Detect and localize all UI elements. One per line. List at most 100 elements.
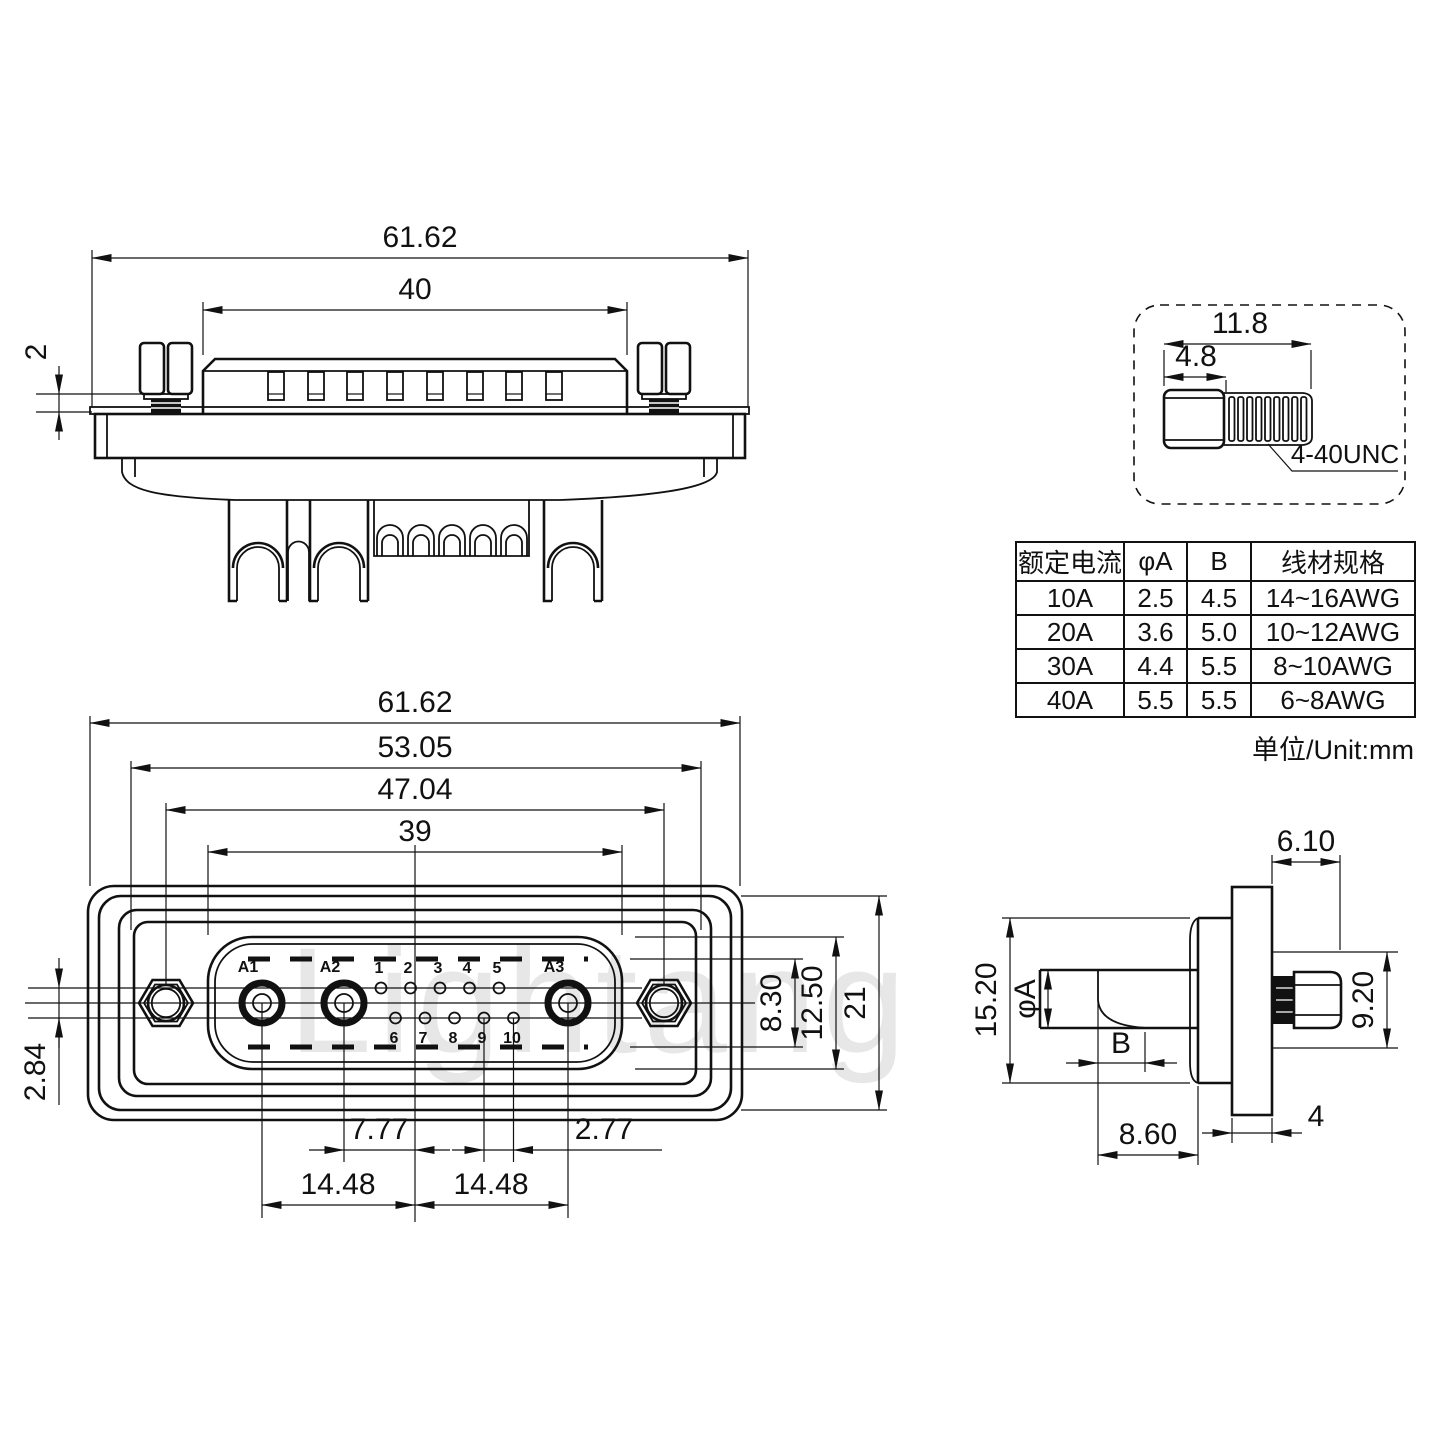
- svg-text:8: 8: [449, 1030, 458, 1047]
- dshell-side: [201, 357, 629, 414]
- svg-text:2: 2: [404, 960, 413, 977]
- front-dim-shell-height: 12.50: [635, 936, 844, 1070]
- front-dim-a2-to-center: 7.77: [309, 1113, 450, 1154]
- svg-text:9.20: 9.20: [1347, 971, 1380, 1029]
- svg-text:39: 39: [398, 815, 431, 848]
- svg-text:4.8: 4.8: [1175, 340, 1217, 373]
- top-view: 61.62 40 2: [20, 221, 750, 603]
- svg-text:21: 21: [839, 986, 872, 1019]
- stud-and-nut: [1272, 970, 1343, 1030]
- top-dim-overall-width: 61.62: [91, 221, 749, 407]
- svg-text:9: 9: [478, 1030, 487, 1047]
- svg-text:61.62: 61.62: [377, 686, 452, 719]
- contact-slots: [267, 371, 563, 401]
- front-dim-shell-width: 39: [207, 815, 623, 856]
- housing-body: [121, 458, 718, 501]
- table-row: 30A 4.4 5.5 8~10AWG: [1015, 648, 1416, 684]
- cell-current: 40A: [1015, 682, 1125, 718]
- side-dim-contact-diameter: φA: [1009, 969, 1052, 1029]
- header-wire-spec: 线材规格: [1250, 541, 1416, 582]
- svg-text:61.62: 61.62: [382, 221, 457, 254]
- cell-current: 30A: [1015, 648, 1125, 684]
- jack-screw-right: [636, 341, 692, 414]
- side-dim-cone-diameter: 15.20: [970, 917, 1190, 1084]
- pin-label-a2: A2: [320, 959, 341, 976]
- pin-label-a1: A1: [238, 959, 259, 976]
- svg-text:15.20: 15.20: [970, 962, 1003, 1037]
- front-dim-pin-pitch: 2.77: [452, 1113, 662, 1154]
- thumbscrew-drawing: [1162, 388, 1313, 450]
- unit-note: 单位/Unit:mm: [1252, 735, 1414, 765]
- front-dim-row-offset: 2.84: [19, 958, 63, 1105]
- cell-b: 5.0: [1186, 614, 1252, 650]
- header-phi-a: φA: [1123, 541, 1188, 582]
- cell-b: 5.5: [1186, 682, 1252, 718]
- svg-text:4: 4: [463, 960, 472, 977]
- svg-text:3: 3: [434, 960, 443, 977]
- cell-current: 10A: [1015, 580, 1125, 616]
- svg-text:12.50: 12.50: [796, 965, 829, 1040]
- front-dim-flange-width: 53.05: [130, 731, 702, 772]
- cell-b: 5.5: [1186, 648, 1252, 684]
- cell-wire: 10~12AWG: [1250, 614, 1416, 650]
- svg-text:8.30: 8.30: [755, 974, 788, 1032]
- side-dim-nut-height: 9.20: [1347, 951, 1391, 1049]
- top-dim-panel-gap: 2: [20, 344, 148, 440]
- cell-wire: 6~8AWG: [1250, 682, 1416, 718]
- cell-wire: 14~16AWG: [1250, 580, 1416, 616]
- solder-cups: [227, 500, 604, 603]
- header-rated-current: 额定电流: [1015, 541, 1125, 582]
- cell-phi-a: 3.6: [1123, 614, 1188, 650]
- front-dim-overall-width: 61.62: [89, 686, 741, 727]
- header-b: B: [1186, 541, 1252, 582]
- cone-flange: [1189, 885, 1274, 1117]
- table-row: 10A 2.5 4.5 14~16AWG: [1015, 580, 1416, 616]
- spec-table-header-row: 额定电流 φA B 线材规格: [1015, 541, 1416, 582]
- svg-text:6: 6: [390, 1030, 399, 1047]
- svg-text:53.05: 53.05: [377, 731, 452, 764]
- mount-plate: [1230, 885, 1274, 1117]
- svg-text:14.48: 14.48: [300, 1168, 375, 1201]
- spec-table: 额定电流 φA B 线材规格 10A 2.5 4.5 14~16AWG 20A …: [1015, 541, 1416, 718]
- svg-text:8.60: 8.60: [1119, 1118, 1177, 1151]
- svg-text:47.04: 47.04: [377, 773, 452, 806]
- jack-screw-left: [138, 341, 194, 414]
- svg-text:40: 40: [398, 273, 431, 306]
- svg-text:2.77: 2.77: [575, 1113, 633, 1146]
- side-dim-stud-length: 6.10: [1271, 825, 1341, 950]
- side-view: 6.10 15.20 φA B 8.60: [970, 825, 1398, 1165]
- signal-pins-top: 1 2 3 4 5: [375, 960, 506, 995]
- contact-barrel: [1038, 968, 1198, 1030]
- svg-text:2.84: 2.84: [19, 1043, 52, 1101]
- screw-detail: 11.8 4.8 4-40UNC: [1133, 304, 1406, 505]
- svg-text:B: B: [1111, 1027, 1131, 1060]
- front-view: A1 A2 A3 1 2 3 4 5: [19, 686, 887, 1222]
- svg-text:1: 1: [375, 960, 384, 977]
- svg-text:6.10: 6.10: [1277, 825, 1335, 858]
- svg-text:10: 10: [503, 1030, 521, 1047]
- svg-text:14.48: 14.48: [453, 1168, 528, 1201]
- svg-text:11.8: 11.8: [1212, 307, 1268, 340]
- svg-text:2: 2: [20, 344, 53, 361]
- svg-text:7: 7: [419, 1030, 428, 1047]
- thread-spec-callout: 4-40UNC: [1267, 439, 1399, 472]
- flange-side: [93, 412, 747, 460]
- cell-b: 4.5: [1186, 580, 1252, 616]
- power-contact-a1: A1: [238, 959, 286, 1027]
- pin-label-a3: A3: [544, 959, 565, 976]
- cell-current: 20A: [1015, 614, 1125, 650]
- front-dim-opening-height: 8.30: [630, 958, 803, 1048]
- front-dim-mount-hole-span: 47.04: [165, 773, 665, 814]
- front-dim-left-span: 14.48: [261, 1168, 416, 1209]
- cell-phi-a: 4.4: [1123, 648, 1188, 684]
- svg-text:7.77: 7.77: [350, 1113, 408, 1146]
- side-dim-plate-thickness: 4: [1202, 1100, 1324, 1143]
- svg-text:φA: φA: [1009, 979, 1042, 1018]
- table-row: 20A 3.6 5.0 10~12AWG: [1015, 614, 1416, 650]
- thread-spec-label: 4-40UNC: [1291, 439, 1399, 469]
- side-dim-barrel-length: 8.60: [1097, 1086, 1199, 1165]
- front-dim-right-span: 14.48: [414, 1168, 569, 1209]
- cell-phi-a: 2.5: [1123, 580, 1188, 616]
